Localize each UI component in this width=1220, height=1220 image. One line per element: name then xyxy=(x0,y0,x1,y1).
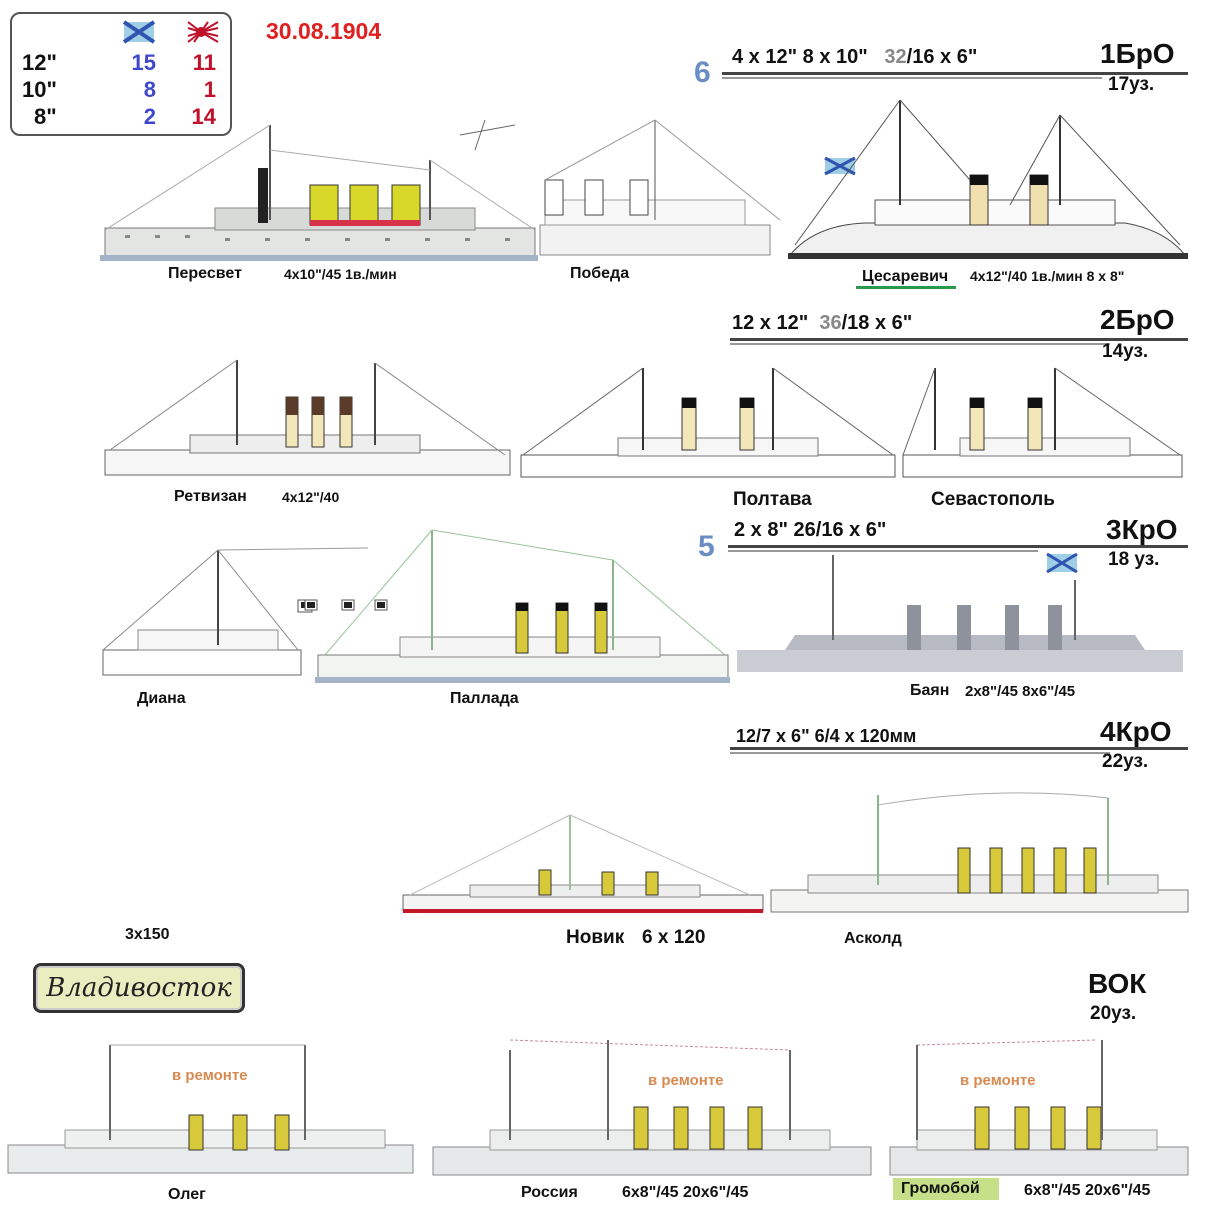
vok-label: ВОК xyxy=(1088,968,1147,999)
poltava-ship-drawing xyxy=(520,367,896,478)
peresvet-guns: 4x10"/45 1в./мин xyxy=(284,266,397,282)
bayan-name: Баян xyxy=(910,682,950,699)
group-3-count: 5 xyxy=(698,530,715,563)
pallada-ship-drawing xyxy=(304,529,730,683)
diana-ship-drawing xyxy=(102,547,369,676)
oleg-ship-drawing xyxy=(7,1044,414,1174)
group-2-speed: 14уз. xyxy=(1102,341,1149,362)
spec-gray: 32 xyxy=(884,46,907,68)
pallada-name: Паллада xyxy=(450,690,519,707)
spec-main: 12 х 12" xyxy=(732,312,809,334)
group-3-speed: 18 уз. xyxy=(1108,549,1160,570)
group-3-spec: 2 х 8" 26/16 х 6" xyxy=(734,519,887,541)
group-1-label: 1БрО xyxy=(1100,38,1175,69)
vladivostok-label: Владивосток xyxy=(46,973,232,1003)
sevastopol-name: Севастополь xyxy=(931,489,1055,510)
spec-gray: 36 xyxy=(819,312,842,334)
tsesarevich-underline xyxy=(856,286,956,289)
tsesarevich-ship-drawing xyxy=(788,99,1188,259)
gromoboi-name: Громобой xyxy=(901,1180,980,1197)
diana-name: Диана xyxy=(137,690,186,707)
sevastopol-ship-drawing xyxy=(902,367,1183,478)
group-1-rule xyxy=(722,72,1188,75)
tsesarevich-guns: 4x12"/40 1в./мин 8 x 8" xyxy=(970,268,1125,284)
retvizan-guns: 4x12"/40 xyxy=(282,489,340,505)
group-1-spec: 4 х 12" 8 х 10" 32/16 х 6" xyxy=(732,46,977,69)
gromoboi-status: в ремонте xyxy=(960,1072,1036,1089)
legend-row-8: 8" 2 14 xyxy=(12,104,230,129)
group-3-rule xyxy=(728,545,1188,548)
japanese-naval-ensign-icon xyxy=(187,21,219,43)
retvizan-ship-drawing xyxy=(104,359,511,476)
legend-caliber: 12" xyxy=(22,50,57,75)
spec-main: 4 х 12" 8 х 10" xyxy=(732,46,868,68)
gromoboi-highlight xyxy=(893,1178,999,1200)
askold-ship-drawing xyxy=(770,792,1189,913)
spec-main: 12 xyxy=(736,726,757,746)
group-2-spec: 12 х 12" 36/18 х 6" xyxy=(732,312,912,335)
novik-name: Новик xyxy=(566,927,625,948)
extra-note: 3x150 xyxy=(125,926,170,943)
tsesarevich-name: Цесаревич xyxy=(862,268,949,285)
peresvet-name: Пересвет xyxy=(168,265,242,282)
rossiya-status: в ремонте xyxy=(648,1072,724,1089)
legend-row-12: 12" 15 11 xyxy=(12,50,230,75)
group-1-rule-under xyxy=(722,77,1102,79)
group-4-label: 4КрО xyxy=(1100,716,1172,747)
vok-speed: 20уз. xyxy=(1090,1003,1137,1024)
bayan-guns: 2x8"/45 8x6"/45 xyxy=(965,683,1076,700)
gromoboi-ship-drawing xyxy=(889,1039,1189,1176)
bayan-ship-drawing xyxy=(737,552,1183,672)
spec-rest: /18 х 6" xyxy=(841,312,913,334)
group-3-label: 3КрО xyxy=(1106,514,1178,545)
rossiya-ship-drawing xyxy=(432,1039,872,1176)
legend-row-10: 10" 8 1 xyxy=(12,77,230,102)
legend-caliber: 10" xyxy=(22,77,57,102)
rossiya-guns: 6x8"/45 20x6"/45 xyxy=(622,1184,749,1201)
group-4-rule-under xyxy=(730,752,1110,754)
group-2-rule-under xyxy=(730,343,1110,345)
group-4-speed: 22уз. xyxy=(1102,751,1149,772)
group-2-label: 2БрО xyxy=(1100,304,1175,335)
peresvet-ship-drawing xyxy=(100,124,538,261)
pobeda-ship-drawing xyxy=(459,119,781,256)
askold-name: Асколд xyxy=(844,930,902,947)
group-1-speed: 17уз. xyxy=(1108,74,1155,95)
spec-rest: /7 х 6" 6/4 х 120мм xyxy=(756,726,917,746)
rossiya-name: Россия xyxy=(521,1184,578,1201)
retvizan-name: Ретвизан xyxy=(174,488,247,505)
oleg-name: Олег xyxy=(168,1186,206,1203)
gromoboi-guns: 6x8"/45 20x6"/45 xyxy=(1024,1182,1151,1199)
spec-rest: /16 х 6" xyxy=(906,46,978,68)
group-3-rule-under xyxy=(728,550,1038,552)
legend-japan-count: 11 xyxy=(192,50,216,75)
gun-count-legend: 12" 15 11 10" 8 1 8" 2 14 xyxy=(10,12,232,136)
novik-guns: 6 x 120 xyxy=(642,927,706,948)
oleg-status: в ремонте xyxy=(172,1067,248,1084)
group-2-rule xyxy=(730,338,1188,341)
date-label: 30.08.1904 xyxy=(266,18,382,44)
group-4-rule xyxy=(730,747,1188,750)
russian-naval-ensign-icon xyxy=(122,20,156,44)
legend-japan-count: 1 xyxy=(203,77,216,102)
legend-caliber: 8" xyxy=(34,104,57,129)
group-1-count: 6 xyxy=(694,56,711,89)
vladivostok-badge: Владивосток xyxy=(33,963,245,1013)
legend-russia-count: 15 xyxy=(131,50,156,75)
legend-russia-count: 2 xyxy=(143,104,156,129)
poltava-name: Полтава xyxy=(733,489,812,510)
legend-russia-count: 8 xyxy=(143,77,156,102)
pobeda-name: Победа xyxy=(570,265,630,282)
novik-ship-drawing xyxy=(402,814,764,913)
group-4-spec: 12/7 х 6" 6/4 х 120мм xyxy=(736,726,916,747)
legend-japan-count: 14 xyxy=(191,104,216,129)
